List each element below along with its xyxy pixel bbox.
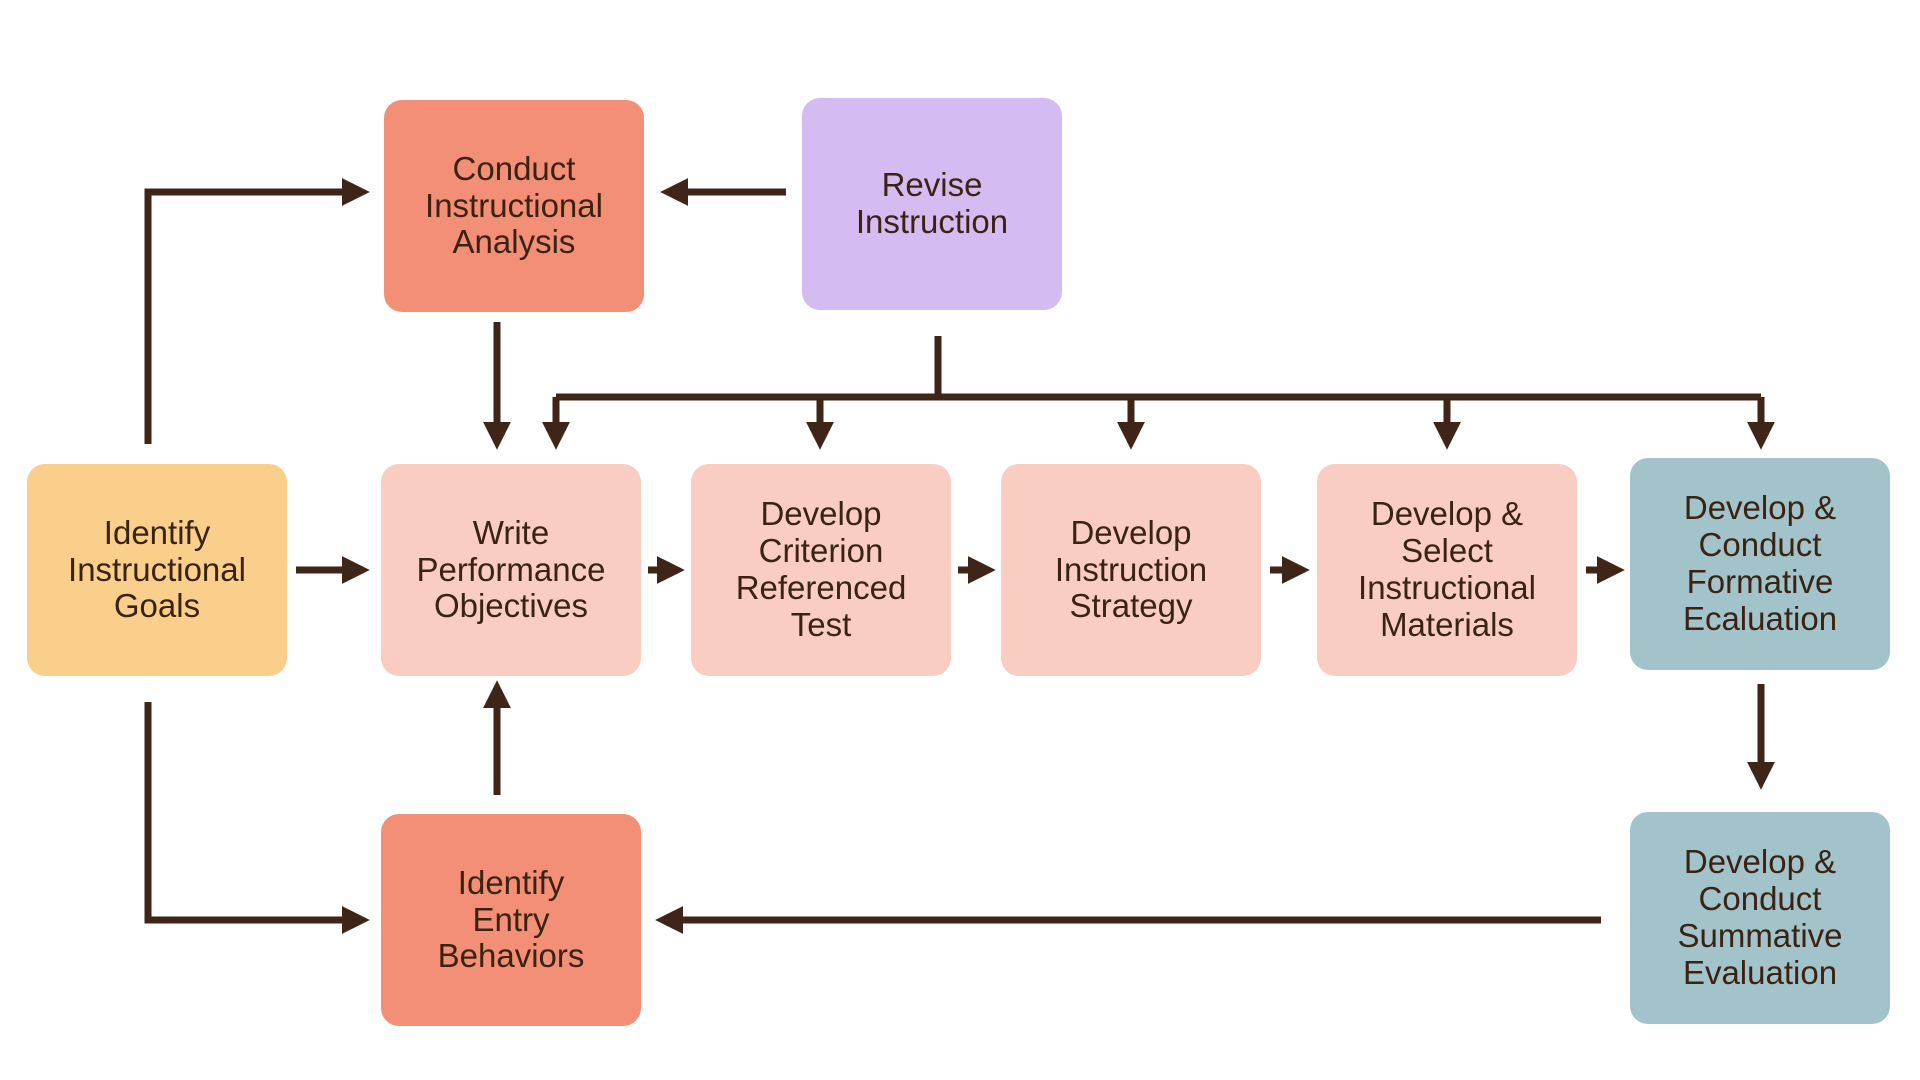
- node-conduct-instructional-analysis: Conduct Instructional Analysis: [384, 100, 644, 312]
- node-develop-conduct-summative-evaluation: Develop & Conduct Summative Evaluation: [1630, 812, 1890, 1024]
- node-develop-instruction-strategy: Develop Instruction Strategy: [1001, 464, 1261, 676]
- node-develop-criterion-referenced-test: Develop Criterion Referenced Test: [691, 464, 951, 676]
- node-write-performance-objectives: Write Performance Objectives: [381, 464, 641, 676]
- node-label: Revise Instruction: [855, 166, 1009, 240]
- node-label: Write Performance Objectives: [416, 513, 606, 625]
- arrow-goals-to-entry: [144, 702, 370, 934]
- node-label: Identify Instructional Goals: [68, 513, 246, 625]
- arrow-goals-to-analysis: [144, 178, 370, 444]
- node-develop-select-instructional-materials: Develop & Select Instructional Materials: [1317, 464, 1577, 676]
- node-label: Identify Entry Behaviors: [437, 863, 585, 975]
- node-revise-instruction: Revise Instruction: [802, 98, 1062, 310]
- node-identify-instructional-goals: Identify Instructional Goals: [27, 464, 287, 676]
- node-develop-conduct-formative-evaluation: Develop & Conduct Formative Ecaluation: [1630, 458, 1890, 670]
- node-label: Develop Instruction Strategy: [1054, 513, 1208, 625]
- node-identify-entry-behaviors: Identify Entry Behaviors: [381, 814, 641, 1026]
- node-label: Develop & Conduct Formative Ecaluation: [1682, 489, 1838, 637]
- node-label: Develop Criterion Referenced Test: [735, 495, 907, 643]
- node-label: Develop & Select Instructional Materials: [1358, 495, 1536, 643]
- node-label: Conduct Instructional Analysis: [425, 149, 603, 261]
- node-label: Develop & Conduct Summative Evaluation: [1677, 843, 1843, 991]
